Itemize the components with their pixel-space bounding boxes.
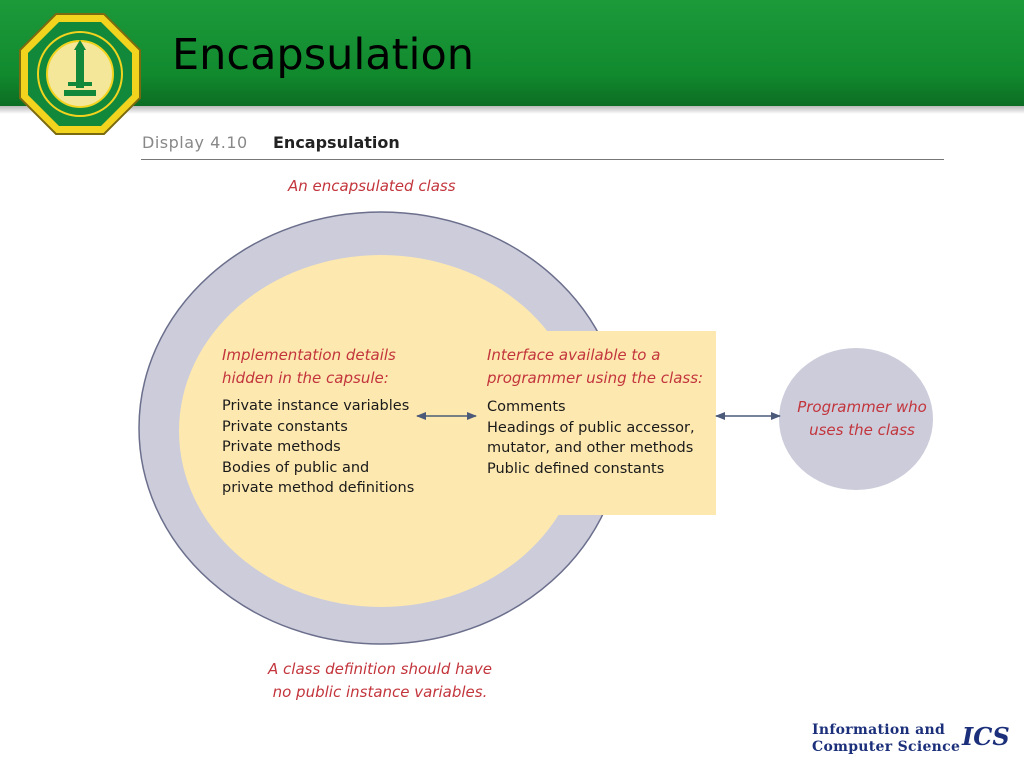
interface-list: Comments Headings of public accessor, mu…	[487, 397, 695, 479]
interface-panel	[472, 331, 716, 515]
implementation-heading: Implementation details hidden in the cap…	[222, 346, 396, 387]
footer-line-1: Information and	[812, 722, 946, 738]
list-item: mutator, and other methods	[487, 440, 694, 456]
page-title: Encapsulation	[172, 30, 475, 80]
programmer-bubble	[779, 348, 933, 490]
slide-header	[0, 0, 1024, 106]
implementation-list: Private instance variables Private const…	[222, 396, 414, 499]
header-shadow	[0, 106, 1024, 114]
figure-title: Encapsulation	[273, 133, 400, 152]
list-item: Public defined constants	[487, 460, 665, 477]
list-item: Private constants	[222, 418, 348, 435]
footnote: A class definition should have no public…	[268, 660, 492, 701]
list-item: private method definitions	[222, 480, 415, 496]
list-item: Comments	[487, 399, 566, 415]
list-item: Bodies of public and	[222, 459, 370, 476]
programmer-label: Programmer who uses the class	[797, 398, 927, 439]
footer-line-2: Computer Science	[812, 739, 961, 755]
university-seal-icon	[19, 13, 141, 135]
title-rule	[141, 159, 944, 160]
list-item: Private instance variables	[222, 398, 410, 414]
interface-heading: Interface available to a programmer usin…	[487, 346, 704, 387]
capsule-title: An encapsulated class	[288, 177, 456, 195]
list-item: Private methods	[222, 439, 341, 455]
ics-logo-mark: ICS	[962, 722, 1010, 751]
list-item: Headings of public accessor,	[487, 419, 695, 436]
figure-label: Display 4.10	[142, 133, 248, 152]
